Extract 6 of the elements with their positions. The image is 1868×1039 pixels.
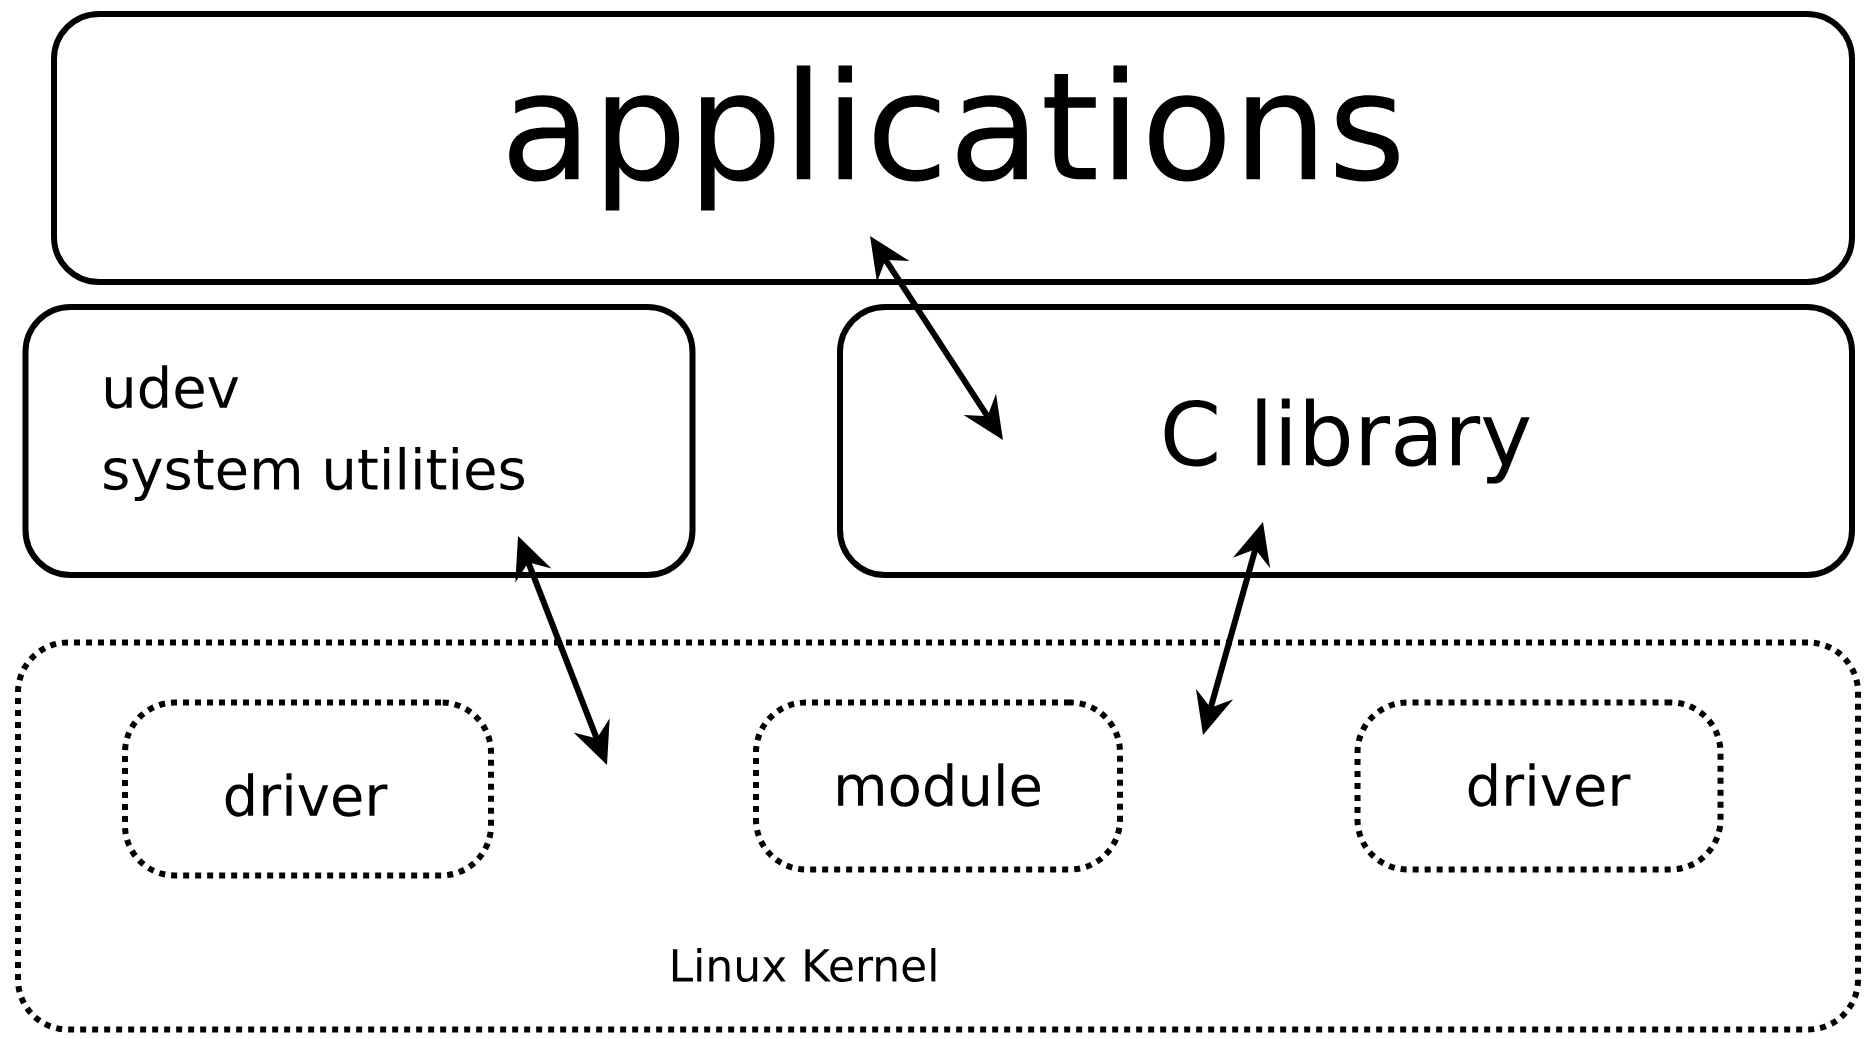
dotted-box: module	[753, 699, 1123, 873]
rounded-box: udev system utilities	[22, 304, 696, 578]
dotted-box: driver	[122, 699, 494, 879]
dotted-box: driver	[1354, 699, 1724, 873]
rounded-box: applications	[51, 11, 1855, 285]
rounded-box: C library	[837, 304, 1855, 578]
